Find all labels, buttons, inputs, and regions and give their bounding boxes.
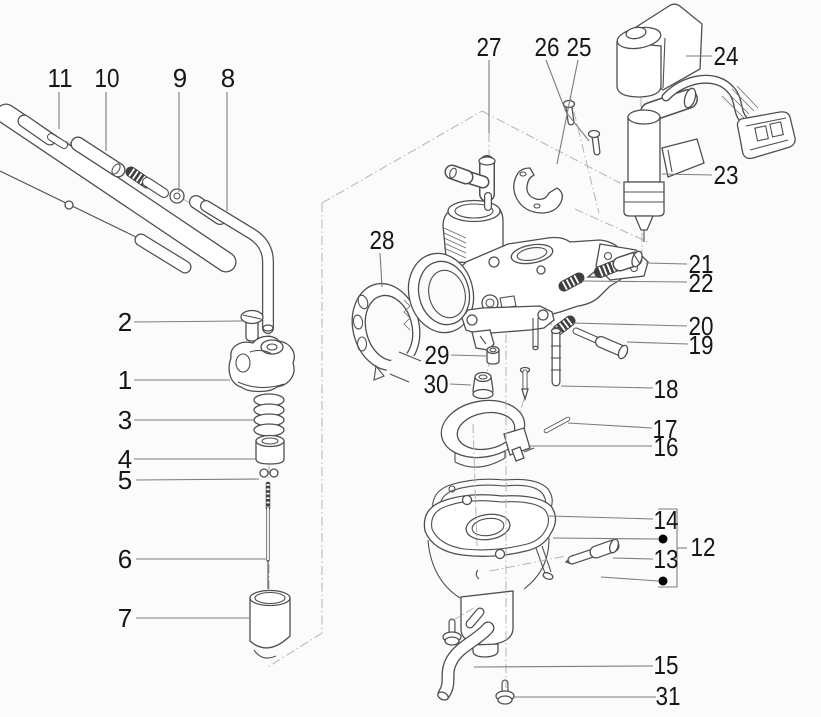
- leader-line-22: [581, 280, 688, 283]
- leader-line-13: [612, 557, 654, 560]
- part-4-spring-seat: [255, 434, 285, 465]
- part-float-needle-valve: [519, 366, 531, 402]
- part-8-cable-guide-tube: [189, 195, 274, 334]
- bullet-leader-2: [600, 576, 659, 582]
- leader-lines: [58, 55, 713, 698]
- leader-line-17: [567, 422, 653, 429]
- part-11-cable-ferrule: [17, 114, 68, 149]
- leader-line-30: [449, 383, 472, 386]
- callout-17: 17: [653, 414, 678, 444]
- axis-lines-front: [451, 334, 567, 688]
- part-10-cable-adjuster: [70, 136, 126, 178]
- part-12-float-bowl: [423, 494, 557, 658]
- leader-line-2: [133, 320, 243, 323]
- leader-line-20: [572, 322, 688, 327]
- part-wire-connector: [721, 85, 796, 160]
- part-3-slide-spring: [253, 393, 285, 437]
- part-18-main-jet-tube: [550, 326, 562, 387]
- part-27-vent-elbow: [444, 155, 496, 211]
- part-30-jet-holder: [472, 371, 494, 400]
- callout-14: 14: [654, 505, 679, 535]
- part-31-screw: [495, 679, 515, 705]
- bullet-leader-1: [552, 537, 659, 540]
- part-bowl-screw: [442, 618, 462, 646]
- callout-3: 3: [118, 405, 132, 435]
- callout-11: 11: [48, 63, 73, 93]
- part-13-drain-screw: [475, 538, 620, 580]
- part-5-needle-clip: [259, 468, 279, 478]
- callout-13: 13: [654, 544, 679, 574]
- leader-line-28: [379, 252, 383, 288]
- part-29-pilot-jet: [486, 345, 500, 365]
- callout-2: 2: [118, 307, 132, 337]
- callout-7: 7: [118, 603, 132, 633]
- group-bullet-2: [658, 576, 668, 586]
- callout-22: 22: [689, 268, 714, 298]
- part-9-cable-nut: [169, 188, 185, 204]
- callout-30: 30: [424, 369, 449, 399]
- callout-8: 8: [221, 63, 235, 93]
- leader-line-21: [645, 262, 688, 265]
- callout-21: 21: [689, 249, 714, 279]
- callout-4: 4: [118, 444, 132, 474]
- leader-line-25: [556, 59, 579, 165]
- part-17-float-pin: [543, 416, 571, 434]
- callout-5: 5: [118, 465, 132, 495]
- part-carburetor-body: [407, 199, 649, 351]
- callout-1: 1: [118, 365, 132, 395]
- part-2-cable-screw: [240, 309, 264, 342]
- part-adjuster-spring: [125, 166, 169, 198]
- callout-31: 31: [656, 681, 681, 711]
- callout-29: 29: [425, 340, 450, 370]
- leader-line-23: [661, 173, 713, 176]
- callout-26: 26: [535, 32, 560, 62]
- callout-10: 10: [95, 63, 120, 93]
- part-23-automatic-choke: [623, 74, 749, 242]
- leader-line-5: [135, 478, 260, 481]
- part-15-drain-hose: [437, 621, 495, 701]
- part-7-throttle-slide: [249, 589, 291, 659]
- leader-line-18: [560, 385, 654, 389]
- part-float: [440, 399, 535, 462]
- leader-line-15: [473, 665, 654, 668]
- part-28-retaining-ring: [351, 282, 426, 386]
- part-22-spring: [558, 272, 585, 292]
- callout-19: 19: [689, 330, 714, 360]
- part-1-throttle-slide-arm: [228, 335, 295, 393]
- leader-line-26: [545, 59, 590, 142]
- callout-16: 16: [654, 432, 679, 462]
- callout-28: 28: [370, 225, 395, 255]
- leader-line-19: [626, 341, 689, 345]
- leader-line-14: [548, 515, 654, 520]
- callout-27: 27: [477, 32, 502, 62]
- callout-25: 25: [567, 32, 592, 62]
- part-19-idle-screw: [572, 327, 629, 360]
- callout-6: 6: [118, 544, 132, 574]
- leader-line-29: [450, 354, 487, 357]
- callout-18: 18: [654, 374, 679, 404]
- part-20-spring: [552, 315, 576, 336]
- callout-24: 24: [714, 41, 739, 71]
- callout-9: 9: [173, 63, 187, 93]
- callout-20: 20: [689, 311, 714, 341]
- part-inner-cable: [0, 170, 192, 274]
- part-21-adjuster-screw: [586, 250, 643, 278]
- group-bullet-1: [658, 534, 668, 544]
- callout-12: 12: [691, 532, 716, 562]
- part-24-rubber-boot: [616, 3, 703, 98]
- callout-23: 23: [714, 160, 739, 190]
- part-25-clamp-plate: [513, 167, 563, 214]
- callout-15: 15: [654, 650, 679, 680]
